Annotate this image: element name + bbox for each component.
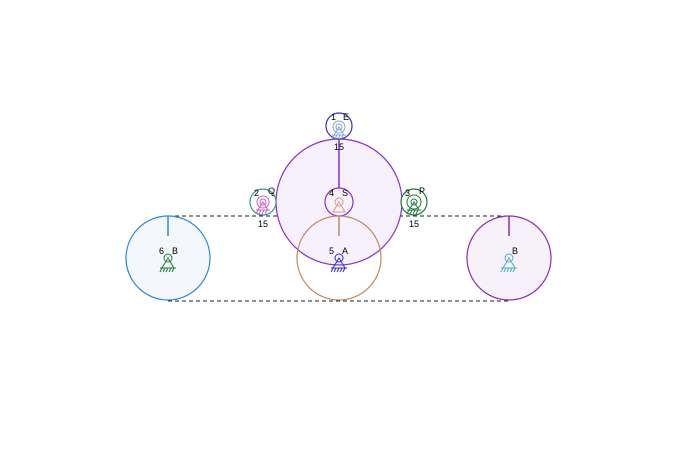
wheel-5: 5 A — [296, 215, 382, 301]
wheel-7-number: 6 — [159, 246, 164, 256]
wheel-4-pivot-icon — [332, 197, 346, 213]
wheel-1-letter: E — [343, 112, 349, 122]
wheel-4: 4 S — [275, 138, 403, 266]
wheel-7-pivot-icon — [159, 253, 176, 273]
wheel-6: B — [466, 215, 552, 301]
wheel-2: 2 Q 15 — [249, 186, 277, 229]
wheel-3: 3 P 15 — [400, 186, 428, 229]
wheel-2-number: 2 — [254, 188, 259, 198]
wheel-6-letter: B — [512, 246, 518, 256]
wheel-6-pivot-icon — [500, 253, 517, 273]
wheel-4-number: 4 — [329, 188, 334, 198]
wheel-3-speed: 15 — [409, 219, 419, 229]
wheel-3-letter: P — [419, 186, 425, 196]
wheel-7-letter: B — [172, 246, 178, 256]
wheel-1-speed: 15 — [334, 142, 344, 152]
wheel-3-number: 3 — [405, 188, 410, 198]
wheel-5-number: 5 — [329, 246, 334, 256]
wheel-1-rim — [325, 112, 353, 140]
wheel-3-pivot-icon — [406, 194, 422, 215]
wheel-2-pivot-icon — [255, 195, 270, 215]
wheel-4-letter: S — [342, 188, 348, 198]
wheel-2-speed: 15 — [258, 219, 268, 229]
wheel-5-pivot-icon — [330, 253, 347, 273]
wheel-2-letter: Q — [268, 186, 275, 196]
wheel-1-number: 1 — [331, 112, 336, 122]
wheel-7: 6 B — [125, 215, 211, 301]
wheel-5-letter: A — [342, 246, 348, 256]
wheel-1-pivot-icon — [331, 120, 346, 140]
wheel-1: 1 E 15 — [325, 112, 353, 152]
